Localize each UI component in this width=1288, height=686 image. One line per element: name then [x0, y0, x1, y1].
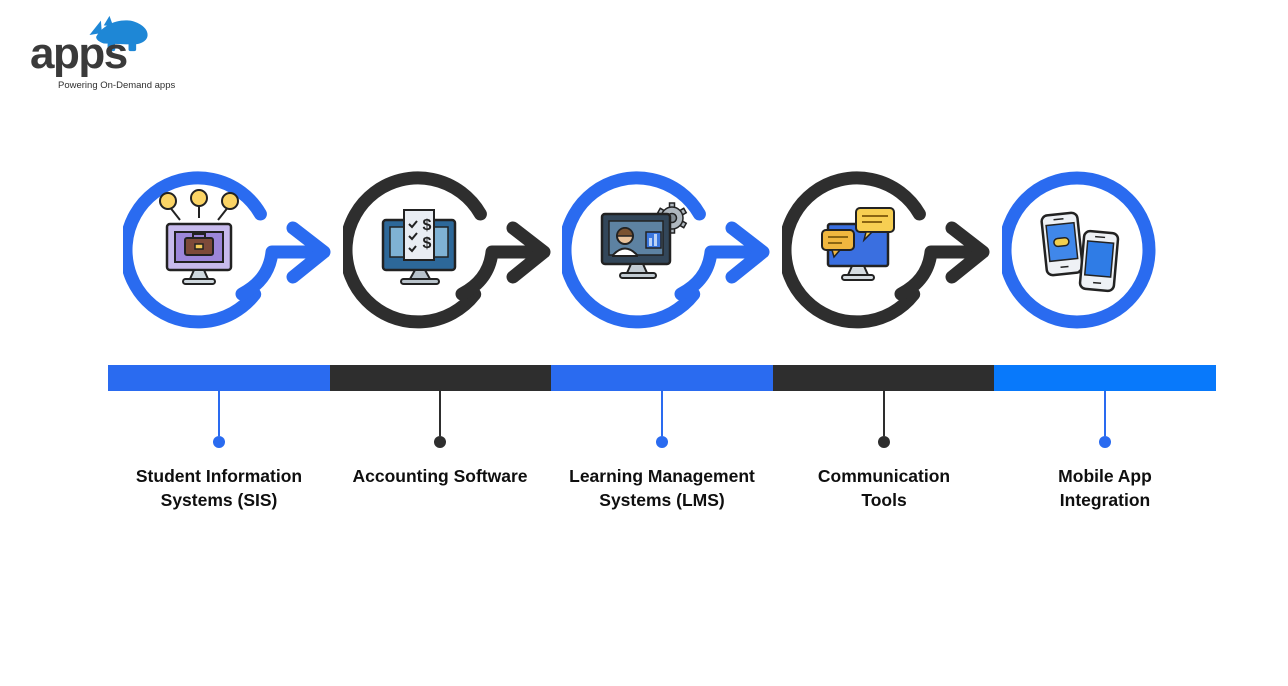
connector-line: [883, 391, 885, 436]
circle-ring: [123, 171, 267, 329]
phones-sync-icon: [1040, 211, 1120, 293]
label-line: Learning Management: [569, 466, 755, 486]
step-label-communication: Communication Tools: [779, 464, 989, 512]
svg-text:$: $: [423, 217, 432, 234]
timeline-segment-4: [772, 365, 995, 391]
step-label-accounting: Accounting Software: [335, 464, 545, 488]
connector-dot: [213, 436, 225, 448]
label-line: Integration: [1059, 490, 1151, 510]
elearning-monitor-gear-icon: [600, 202, 688, 279]
step-label-mobile: Mobile App Integration: [1000, 464, 1210, 512]
connector-line: [1104, 391, 1106, 436]
connector-line: [661, 391, 663, 436]
step-circle-lms: [562, 171, 770, 329]
connector-dot: [656, 436, 668, 448]
arrow-right-icon: [235, 221, 331, 301]
timeline-segment-2: [329, 365, 552, 391]
chat-monitor-icon: [821, 207, 895, 281]
circle-ring: [782, 171, 926, 329]
apps-logo: apps Powering On-Demand apps: [28, 8, 228, 92]
logo-wordmark: apps: [30, 29, 128, 78]
arrow-right-icon: [674, 221, 770, 301]
label-line: Accounting Software: [352, 466, 528, 486]
timeline-segment-3: [551, 365, 773, 391]
step-circle-communication: [782, 171, 990, 329]
connector-dot: [878, 436, 890, 448]
timeline-bar: [108, 365, 1216, 391]
connector-line: [218, 391, 220, 436]
label-line: Student Information: [135, 466, 303, 486]
circle-ring: [562, 171, 706, 329]
circle-ring: [1002, 171, 1156, 329]
arrow-right-icon: [455, 221, 551, 301]
label-line: Systems (SIS): [160, 490, 278, 510]
step-circle-mobile: [1002, 171, 1156, 329]
step-circle-accounting: $ $: [343, 171, 551, 329]
connector-dot: [434, 436, 446, 448]
connector-line: [439, 391, 441, 436]
invoice-monitor-icon: $ $: [381, 209, 457, 285]
svg-text:$: $: [423, 235, 432, 252]
step-label-lms: Learning Management Systems (LMS): [557, 464, 767, 512]
rhino-icon: [89, 15, 148, 52]
label-line: Communication: [817, 466, 951, 486]
timeline-segment-5: [994, 365, 1216, 391]
networked-computer-icon: [159, 189, 239, 285]
step-label-sis: Student Information Systems (SIS): [114, 464, 324, 512]
arrow-right-icon: [894, 221, 990, 301]
label-line: Mobile App: [1058, 466, 1152, 486]
connector-dot: [1099, 436, 1111, 448]
step-circle-sis: [123, 171, 331, 329]
label-line: Systems (LMS): [599, 490, 725, 510]
circle-ring: [343, 171, 487, 329]
logo-tagline: Powering On-Demand apps: [58, 80, 176, 91]
label-line: Tools: [861, 490, 907, 510]
timeline-segment-1: [108, 365, 330, 391]
